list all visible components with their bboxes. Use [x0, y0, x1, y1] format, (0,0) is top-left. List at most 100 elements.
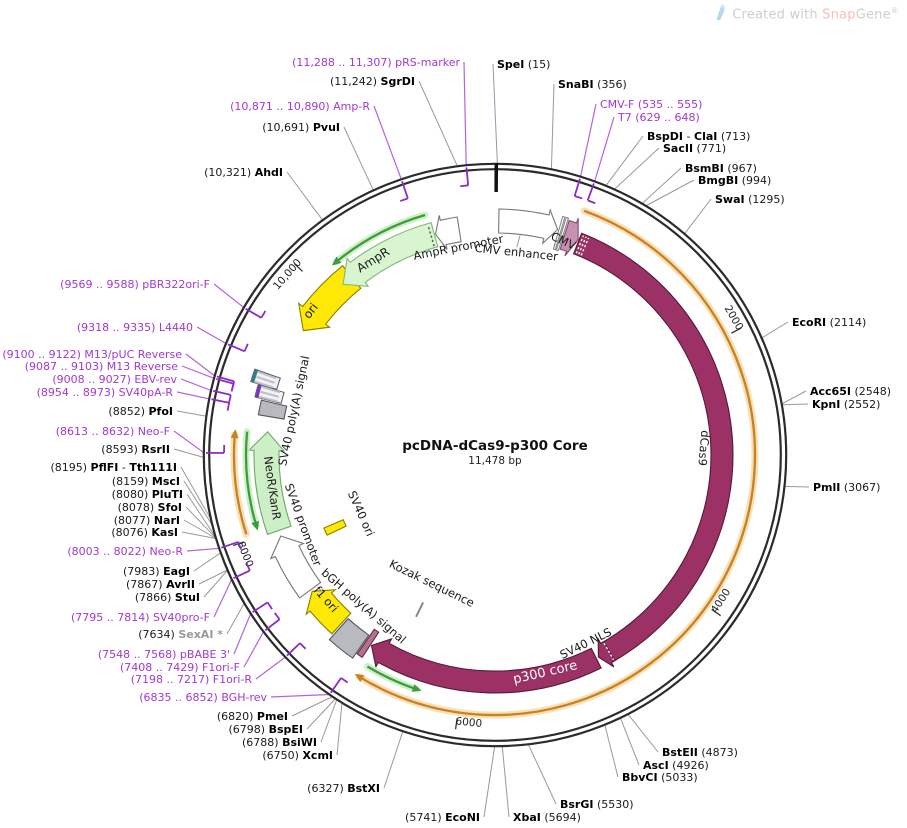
callout-pBABE-3[interactable]: (7548 .. 7568) pBABE 3': [98, 648, 230, 661]
orf-arrowhead: [354, 673, 365, 683]
callout-SV40pro-F[interactable]: (7795 .. 7814) SV40pro-F: [71, 611, 210, 624]
callout-M13-pUC-Reverse[interactable]: (9100 .. 9122) M13/pUC Reverse: [2, 348, 182, 361]
primer-tick-SV40pA-R: [211, 398, 230, 411]
callout-XcmI[interactable]: (6750) XcmI: [262, 749, 333, 762]
callout-StuI[interactable]: (7866) StuI: [135, 591, 200, 604]
callout-BsiWI[interactable]: (6788) BsiWI: [242, 736, 317, 749]
callout-SexAI[interactable]: (7634) SexAI *: [138, 628, 223, 641]
leader-line-BsiWI: [320, 699, 338, 743]
callout-SV40pA-R[interactable]: (8954 .. 8973) SV40pA-R: [37, 386, 174, 399]
callout-SacII[interactable]: SacII (771): [663, 142, 726, 155]
callout-XbaI[interactable]: XbaI (5694): [513, 811, 581, 824]
callout-Amp-R[interactable]: (10,871 .. 10,890) Amp-R: [230, 100, 370, 113]
callout-SpeI[interactable]: SpeI (15): [497, 58, 550, 71]
leader-line-BsrGI: [527, 743, 557, 805]
callout-AscI[interactable]: AscI (4926): [643, 759, 709, 772]
callout-AvrII[interactable]: (7867) AvrII: [126, 578, 195, 591]
feature-sv40-ori[interactable]: SV40 ori: [323, 489, 377, 539]
callout-BsmBI[interactable]: BsmBI (967): [685, 162, 757, 175]
callout-text-part: (967): [724, 162, 757, 175]
callout-PmeI[interactable]: (6820) PmeI: [217, 710, 288, 723]
feature-slash-1[interactable]: [552, 215, 566, 251]
primer-tick-foot: [274, 612, 281, 620]
primer-tick-foot: [245, 562, 251, 571]
callout-BstXI[interactable]: (6327) BstXI: [307, 782, 380, 795]
callout-MscI[interactable]: (8159) MscI: [112, 475, 180, 488]
callout-KpnI[interactable]: KpnI (2552): [812, 398, 880, 411]
primer-tick-stem: [233, 569, 251, 580]
callout-F1ori-F[interactable]: (7408 .. 7429) F1ori-F: [120, 661, 240, 674]
callout-SfoI[interactable]: (8078) SfoI: [118, 501, 182, 514]
callout-PluTI[interactable]: (8080) PluTI: [112, 488, 183, 501]
feature-neor-kanr[interactable]: NeoR/KanR: [247, 430, 292, 536]
callout-AhdI[interactable]: (10,321) AhdI: [204, 166, 283, 179]
callout-RsrII[interactable]: (8593) RsrII: [101, 443, 170, 456]
callout-PfoI[interactable]: (8852) PfoI: [108, 405, 173, 418]
callout-BbvCI[interactable]: BbvCI (5033): [622, 771, 698, 784]
callout-Neo-F[interactable]: (8613 .. 8632) Neo-F: [56, 425, 170, 438]
leader-line-NarI: [183, 519, 217, 539]
callout-SwaI[interactable]: SwaI (1295): [715, 193, 785, 206]
callout-text-part: (8080): [112, 488, 152, 501]
callout-KasI[interactable]: (8076) KasI: [111, 526, 178, 539]
callout-CMV-F[interactable]: CMV-F (535 .. 555): [600, 98, 702, 111]
callout-EcoRI[interactable]: EcoRI (2114): [792, 316, 866, 329]
primer-tick-Neo-R: [220, 541, 242, 550]
primer-tick-F1ori-R: [286, 642, 307, 657]
feature-separator: [603, 642, 615, 661]
callout-text-part: (6835 .. 6852) BGH-rev: [139, 691, 267, 704]
callout-BmgBI[interactable]: BmgBI (994): [698, 174, 771, 187]
callout-Neo-R[interactable]: (8003 .. 8022) Neo-R: [67, 545, 183, 558]
feature-gray-box[interactable]: [257, 399, 288, 420]
feature-slash-2[interactable]: [555, 216, 570, 252]
leader-line-BGH-rev: [270, 693, 330, 698]
leader-line-PmeI: [291, 696, 333, 717]
feature-kozak-sequence[interactable]: Kozak sequence: [387, 557, 477, 618]
callout-text-part: (5530): [593, 798, 633, 811]
feature-plum-box[interactable]: [356, 628, 380, 659]
callout-text-part: NarI: [154, 514, 180, 527]
callout-pRS-marker[interactable]: (11,288 .. 11,307) pRS-marker: [292, 56, 460, 69]
feature-sv40-polya-2[interactable]: [250, 368, 281, 391]
primer-tick-foot: [243, 343, 249, 352]
callout-F1ori-R[interactable]: (7198 .. 7217) F1ori-R: [131, 673, 253, 686]
callout-Acc65I[interactable]: Acc65I (2548): [810, 385, 891, 398]
callout-L4440[interactable]: (9318 .. 9335) L4440: [77, 321, 193, 334]
callout-PmlI[interactable]: PmlI (3067): [813, 481, 880, 494]
orf-arrowhead: [251, 520, 259, 531]
primer-tick-foot: [226, 402, 230, 411]
callout-text-part: (7866): [135, 591, 175, 604]
callout-EBV-rev[interactable]: (9008 .. 9027) EBV-rev: [52, 373, 177, 386]
callout-PflFI-Tth111I[interactable]: (8195) PflFI - Tth111I: [50, 461, 177, 474]
leader-line-SnaBI: [550, 83, 555, 170]
callout-PvuI[interactable]: (10,691) PvuI: [262, 121, 340, 134]
watermark-brand-gene: Gene: [855, 7, 891, 23]
hatch-accent-stripe: [255, 384, 262, 398]
feature-ampr[interactable]: AmpR: [342, 221, 439, 288]
callout-text-part: (6750): [262, 749, 302, 762]
callout-SgrDI[interactable]: (11,242) SgrDI: [330, 75, 415, 88]
callout-T7[interactable]: T7 (629 .. 648): [617, 111, 700, 124]
callout-text-part: AhdI: [255, 166, 283, 179]
callout-text-part: (2552): [840, 398, 880, 411]
primer-tick-L4440: [227, 343, 249, 353]
scale-tick-2000: [731, 327, 742, 334]
callout-BspDI-ClaI[interactable]: BspDI - ClaI (713): [647, 130, 750, 143]
callout-text-part: KpnI: [812, 398, 840, 411]
callout-BGH-rev[interactable]: (6835 .. 6852) BGH-rev: [139, 691, 267, 704]
callout-NarI[interactable]: (8077) NarI: [114, 514, 180, 527]
primer-tick-stem: [216, 375, 235, 383]
callout-pBR322ori-F[interactable]: (9569 .. 9588) pBR322ori-F: [60, 278, 210, 291]
callout-SnaBI[interactable]: SnaBI (356): [558, 78, 627, 91]
callout-BstEII[interactable]: BstEII (4873): [662, 746, 738, 759]
callout-BsrGI[interactable]: BsrGI (5530): [560, 798, 634, 811]
callout-BspEI[interactable]: (6798) BspEI: [229, 723, 304, 736]
callout-EagI[interactable]: (7983) EagI: [123, 565, 190, 578]
callout-M13-Reverse[interactable]: (9087 .. 9103) M13 Reverse: [25, 360, 178, 373]
feature-f1-ori[interactable]: f1 ori: [305, 583, 352, 635]
leader-line-Neo-R: [186, 547, 220, 552]
callout-text-part: KasI: [151, 526, 178, 539]
callout-EcoNI[interactable]: (5741) EcoNI: [405, 811, 480, 824]
callout-text-part: SwaI: [715, 193, 745, 206]
feature-separator: [578, 236, 587, 255]
